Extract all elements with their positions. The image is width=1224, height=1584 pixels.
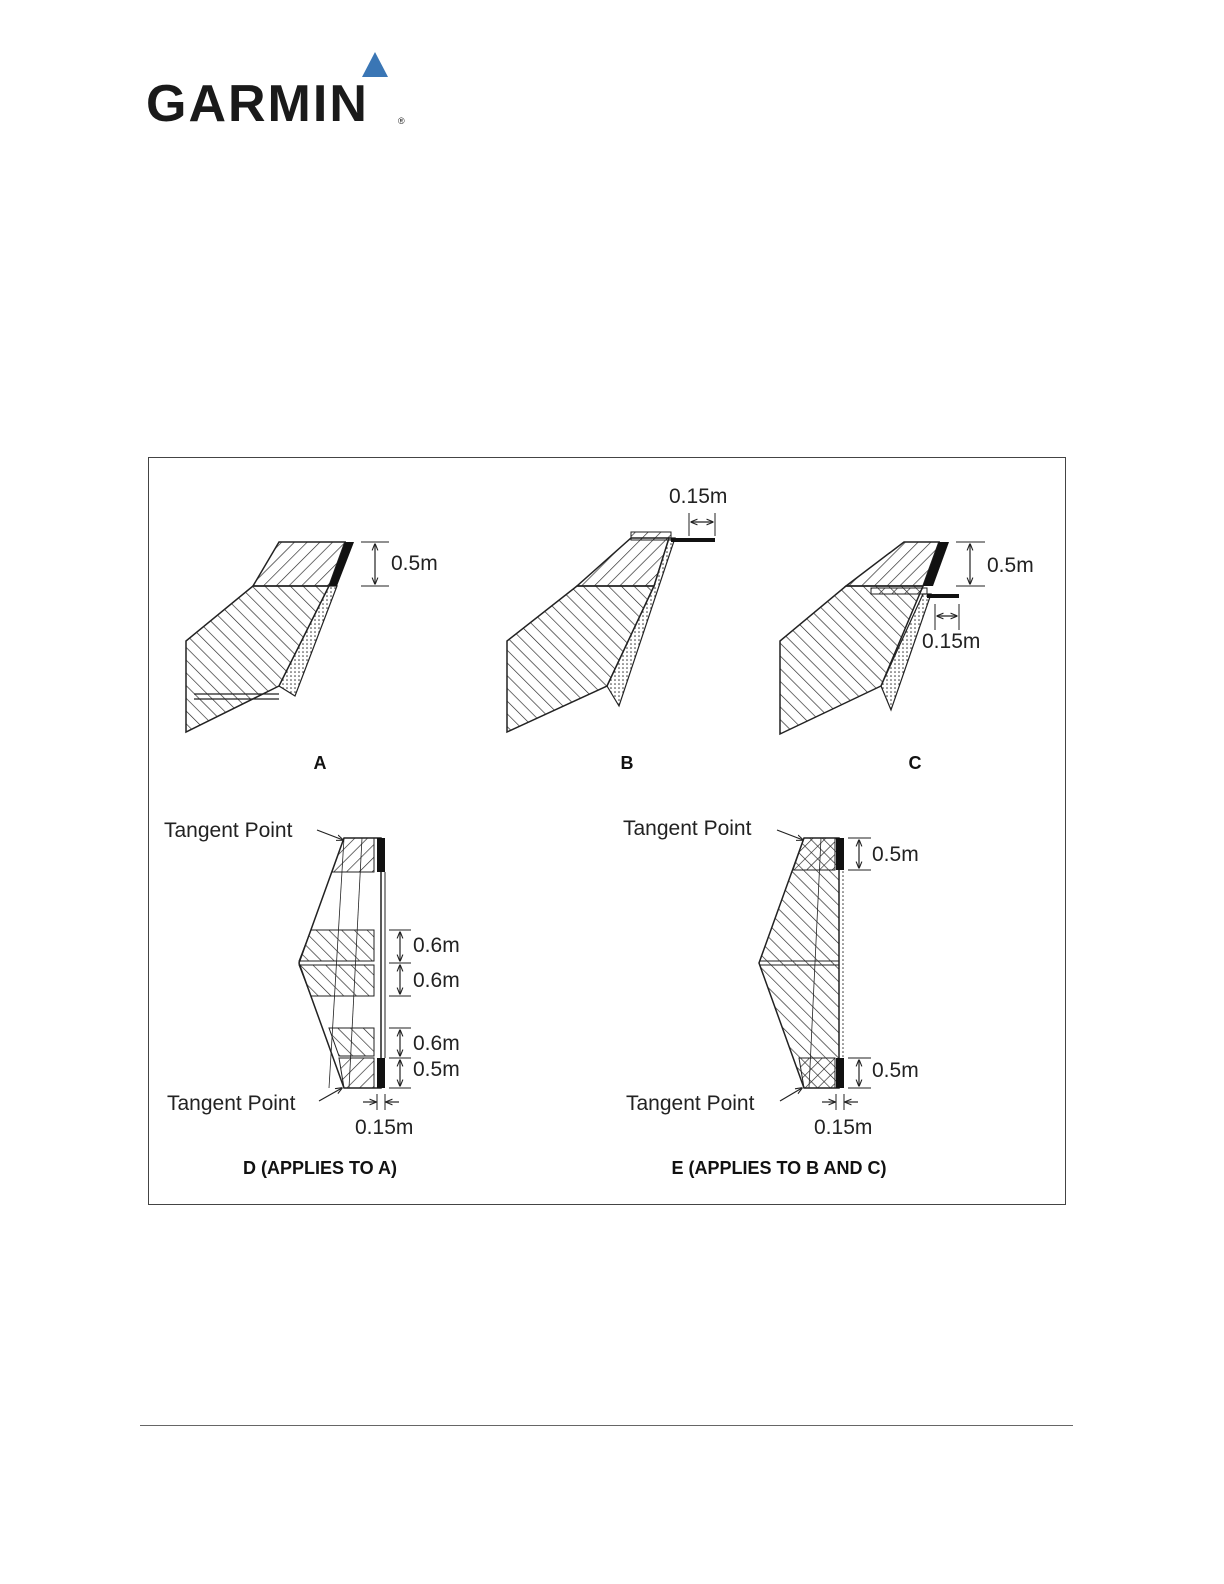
- panel-a: 0.5m A: [186, 542, 438, 773]
- panel-d-label: D (APPLIES TO A): [243, 1158, 397, 1178]
- panel-c-dim-height: 0.5m: [987, 554, 1034, 577]
- panel-c-label: C: [909, 753, 922, 773]
- panel-d-dim-width: 0.15m: [355, 1116, 413, 1139]
- panel-a-shoulder: [253, 542, 345, 586]
- panel-e-label: E (APPLIES TO B AND C): [671, 1158, 886, 1178]
- panel-e-marker-bottom: [836, 1058, 844, 1088]
- panel-d-dim-2: 0.6m: [413, 969, 460, 992]
- panel-d-tangent-bottom: Tangent Point: [167, 1092, 296, 1115]
- panel-e-dim-width: 0.15m: [814, 1116, 872, 1139]
- panel-b-dim-width: 0.15m: [669, 485, 727, 508]
- panel-e-tangent-top: Tangent Point: [623, 817, 752, 840]
- panel-b-shoulder: [577, 538, 669, 586]
- panel-c-mid-curb: [871, 588, 927, 594]
- panel-e-top-block: [793, 838, 835, 870]
- panel-e-marker-top: [836, 838, 844, 870]
- panel-e-edge-strip: [841, 870, 845, 1058]
- panel-b-label: B: [621, 753, 634, 773]
- logo-triangle-icon: [360, 50, 390, 78]
- panel-e: 0.5m 0.5m Tangent Point Tangent Point 0.…: [623, 817, 919, 1178]
- panel-e-dim-top: 0.5m: [872, 843, 919, 866]
- panel-d-tangent-top: Tangent Point: [164, 819, 293, 842]
- figure-diagram: 0.5m A 0.15m B 0.5m 0.15m C: [149, 458, 1067, 1206]
- figure-frame: 0.5m A 0.15m B 0.5m 0.15m C: [148, 457, 1066, 1205]
- panel-d-marker-bottom: [377, 1058, 385, 1088]
- garmin-logo: GARMIN ®: [146, 50, 416, 130]
- panel-d-dim-4: 0.5m: [413, 1058, 460, 1081]
- logo-wordmark: GARMIN: [146, 78, 369, 130]
- panel-c: 0.5m 0.15m C: [780, 542, 1034, 773]
- panel-b-top-curb: [631, 532, 671, 540]
- panel-b: 0.15m B: [507, 485, 727, 773]
- panel-e-tangent-bottom: Tangent Point: [626, 1092, 755, 1115]
- panel-a-label: A: [314, 753, 327, 773]
- panel-d-dim-1: 0.6m: [413, 934, 460, 957]
- panel-d-dim-3: 0.6m: [413, 1032, 460, 1055]
- panel-c-shoulder: [846, 542, 939, 586]
- panel-c-dim-width: 0.15m: [922, 630, 980, 653]
- panel-e-outline: [759, 838, 839, 1088]
- panel-e-bottom-block: [799, 1058, 835, 1088]
- panel-a-dim-height: 0.5m: [391, 552, 438, 575]
- panel-e-dim-bottom: 0.5m: [872, 1059, 919, 1082]
- panel-d: 0.6m 0.6m 0.6m 0.5m Tangent Point Tangen…: [164, 819, 460, 1178]
- logo-registered-mark: ®: [398, 116, 405, 126]
- panel-d-bottom-block: [339, 1058, 374, 1088]
- footer-divider: [140, 1425, 1073, 1426]
- panel-d-marker-top: [377, 838, 385, 872]
- panel-d-top-block: [332, 838, 374, 872]
